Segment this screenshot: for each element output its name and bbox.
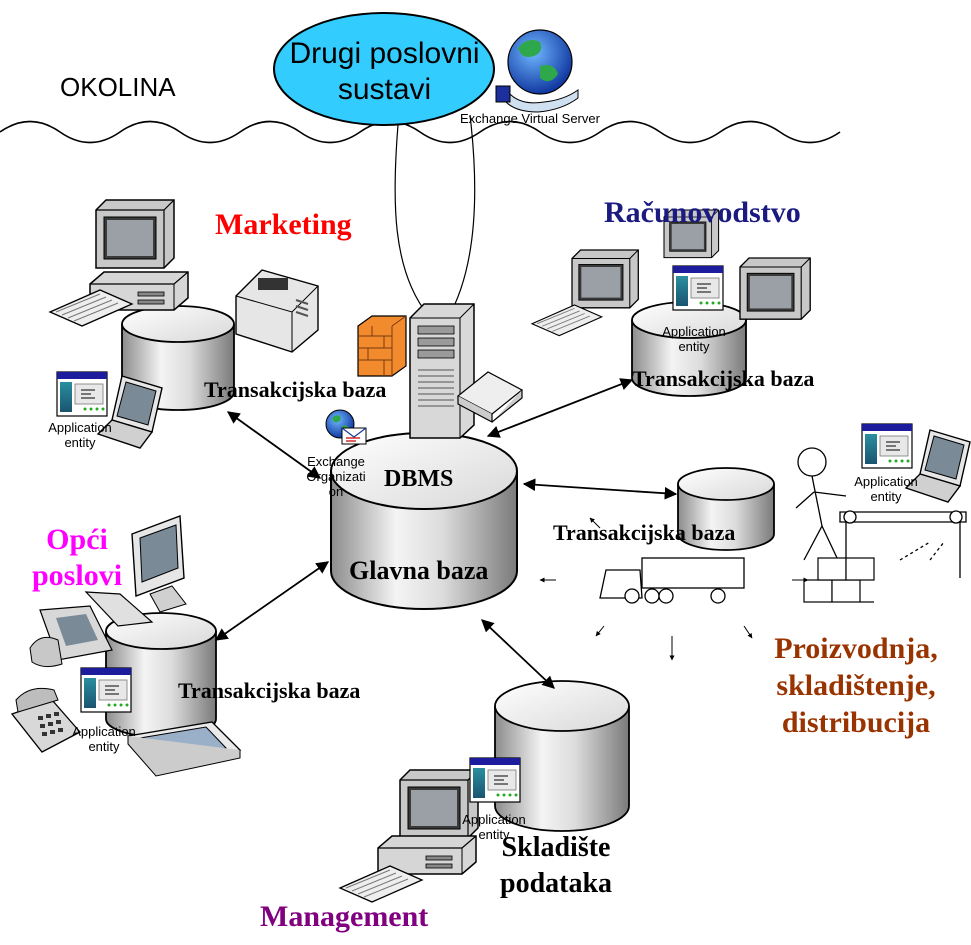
pda-icon [29, 591, 154, 668]
dept-proizvodnja: Proizvodnja, skladištenje, distribucija [748, 630, 964, 741]
app-entity-line2: entity [870, 489, 902, 504]
proizvodnja-cylinder [677, 467, 775, 551]
main-database-cylinder [330, 432, 518, 610]
dept-opci-line2: poslovi [32, 559, 123, 592]
link-external-server-2 [447, 114, 476, 319]
environment-boundary [0, 120, 841, 144]
warehouse-line1: Skladište [501, 832, 611, 863]
firewall-icon [357, 315, 407, 377]
app-entity-line1: Application [72, 724, 136, 739]
transakcijska-baza-proizvodnja: Transakcijska baza [553, 520, 736, 545]
app-entity-line1: Application [662, 324, 726, 339]
external-systems-line1: Drugi poslovni [289, 37, 480, 70]
racunovodstvo-cylinder [631, 301, 747, 397]
racun-keyboard-icon [531, 304, 603, 337]
warehouse-cylinder [494, 680, 630, 832]
truck-icon [599, 557, 745, 604]
racun-app-entity-icon [672, 265, 724, 311]
app-entity-label-marketing: Application entity [38, 420, 122, 450]
exchange-virtual-server-label: Exchange Virtual Server [460, 111, 600, 126]
dept-proizvodnja-line2: skladištenje, [776, 669, 936, 702]
transakcijska-baza-marketing: Transakcijska baza [204, 377, 387, 402]
arrow-marketing-main [226, 411, 322, 479]
warehouse-line2: podataka [500, 868, 613, 899]
dept-opci-line1: Opći [46, 523, 108, 556]
racun-monitor-left-icon [571, 249, 639, 309]
app-entity-label-proizvodnja: Application entity [844, 474, 928, 504]
telephone-icon [10, 687, 82, 753]
server-tower-icon [409, 303, 475, 439]
boxes-icon [803, 557, 875, 603]
flow-arrows [539, 517, 809, 661]
main-db-name-label: Glavna baza [349, 556, 489, 585]
dept-management: Management [260, 900, 429, 933]
arrow-warehouse-main [481, 619, 555, 689]
opci-app-entity-icon [80, 667, 132, 713]
dept-opci: Opći poslovi [32, 522, 122, 594]
transakcijska-baza-racun: Transakcijska baza [632, 366, 815, 391]
fax-icon [235, 269, 319, 353]
scanner-icon [126, 721, 242, 777]
exchange-organization-label: Exchange Organizati on [306, 454, 366, 499]
main-db-dbms-label: DBMS [384, 466, 454, 492]
external-systems-line2: sustavi [337, 73, 432, 106]
exchange-organization-icon [325, 409, 367, 445]
app-entity-line1: Application [854, 474, 918, 489]
app-entity-label-opci: Application entity [62, 724, 146, 754]
flat-monitor-icon [131, 515, 187, 613]
marketing-monitor-icon [95, 199, 175, 269]
conveyor-icon [839, 510, 967, 578]
dept-proizvodnja-line1: Proizvodnja, [774, 632, 938, 665]
arrow-racun-main [486, 378, 634, 438]
external-systems-ellipse [273, 12, 495, 126]
link-external-server-1 [394, 124, 429, 316]
external-systems-label: Drugi poslovni sustavi [277, 36, 492, 108]
transakcijska-baza-opci: Transakcijska baza [178, 678, 361, 703]
arrow-opci-main [214, 561, 330, 641]
marketing-app-entity-icon [56, 371, 108, 417]
app-entity-label-management: Application entity [452, 812, 536, 842]
app-entity-label-racun: Application entity [652, 324, 736, 354]
warehouse-label: Skladište podataka [500, 830, 612, 902]
arrow-proizvodnja-main [522, 478, 678, 500]
exchange-organization-line1: Exchange [307, 454, 365, 469]
racun-monitor-right-icon [739, 257, 811, 320]
exchange-virtual-server-icon [495, 29, 579, 113]
management-app-entity-icon [469, 757, 521, 803]
app-entity-line2: entity [478, 827, 510, 842]
exchange-organization-line2: Organizati [306, 469, 366, 484]
app-entity-line2: entity [678, 339, 710, 354]
app-entity-line2: entity [88, 739, 120, 754]
dept-marketing: Marketing [215, 208, 352, 241]
environment-label: OKOLINA [60, 72, 176, 102]
exchange-organization-line3: on [328, 484, 344, 499]
worker-figure-icon [795, 447, 847, 561]
proizvodnja-app-entity-icon [861, 423, 913, 469]
dept-proizvodnja-line3: distribucija [781, 706, 931, 739]
app-entity-line1: Application [48, 420, 112, 435]
app-entity-line2: entity [64, 435, 96, 450]
dept-racunovodstvo: Računovodstvo [604, 196, 801, 229]
app-entity-line1: Application [462, 812, 526, 827]
